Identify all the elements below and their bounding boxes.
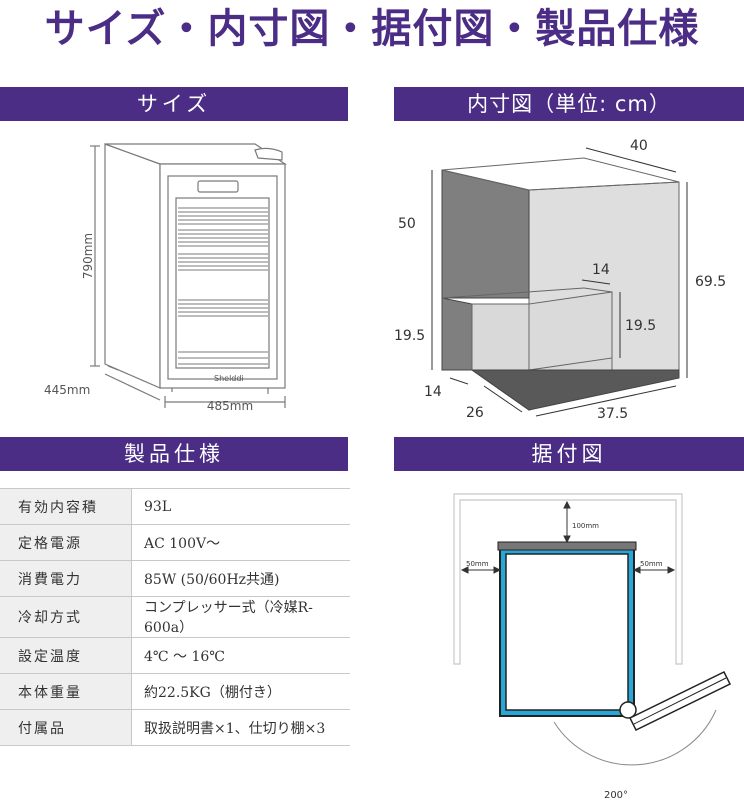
- dim-top-depth: 40: [630, 138, 648, 154]
- brand-logo: Shelddi: [214, 374, 244, 383]
- dim-bottom-height-right: 19.5: [625, 318, 656, 334]
- spec-value: 4℃ ～ 16℃: [131, 637, 350, 674]
- dim-bottom-front: 14: [424, 384, 442, 400]
- right-clearance-label: 50mm: [640, 560, 663, 568]
- section-header-interior: 内寸図（単位: cm）: [394, 87, 744, 121]
- dim-bottom-side: 26: [466, 405, 484, 421]
- section-header-install: 据付図: [394, 437, 744, 471]
- spec-key: 設定温度: [0, 637, 132, 674]
- dim-top-height: 50: [398, 216, 416, 232]
- spec-value: 約22.5KG（棚付き）: [131, 673, 350, 710]
- interior-diagram: 40 50 69.5 14 19.5 19.5 14 26 37.5: [394, 138, 726, 422]
- height-label: 790mm: [81, 233, 95, 279]
- page-title: サイズ・内寸図・据付図・製品仕様: [44, 6, 700, 52]
- spec-row: 本体重量約22.5KG（棚付き）: [0, 673, 350, 710]
- spec-key: 本体重量: [0, 673, 132, 710]
- dim-bottom-height-left: 19.5: [394, 328, 425, 344]
- left-clearance-label: 50mm: [466, 560, 489, 568]
- depth-label: 445mm: [44, 383, 90, 397]
- size-diagram: Shelddi 790mm 445mm 485mm: [44, 143, 287, 413]
- spec-key: 有効内容積: [0, 488, 132, 525]
- section-header-size: サイズ: [0, 87, 348, 121]
- spec-value: 取扱説明書×1、仕切り棚×3: [131, 709, 350, 746]
- spec-key: 付属品: [0, 709, 132, 746]
- section-header-spec: 製品仕様: [0, 437, 348, 471]
- installation-diagram: 100mm 50mm 50mm 200°: [453, 493, 732, 800]
- dim-bottom-width: 37.5: [597, 406, 628, 422]
- spec-value: 93L: [131, 488, 350, 525]
- spec-key: 冷却方式: [0, 596, 132, 638]
- spec-row: 付属品取扱説明書×1、仕切り棚×3: [0, 709, 350, 746]
- spec-key: 消費電力: [0, 560, 132, 597]
- dim-step-depth: 14: [592, 262, 610, 278]
- door-angle-label: 200°: [604, 790, 628, 800]
- dim-total-height: 69.5: [695, 274, 726, 290]
- spec-value: コンプレッサー式（冷媒R-600a）: [131, 596, 350, 638]
- spec-value: AC 100V～: [131, 524, 350, 561]
- spec-value: 85W (50/60Hz共通): [131, 560, 350, 597]
- spec-row: 冷却方式コンプレッサー式（冷媒R-600a）: [0, 596, 350, 638]
- back-clearance-label: 100mm: [572, 522, 599, 530]
- spec-key: 定格電源: [0, 524, 132, 561]
- width-label: 485mm: [207, 399, 253, 413]
